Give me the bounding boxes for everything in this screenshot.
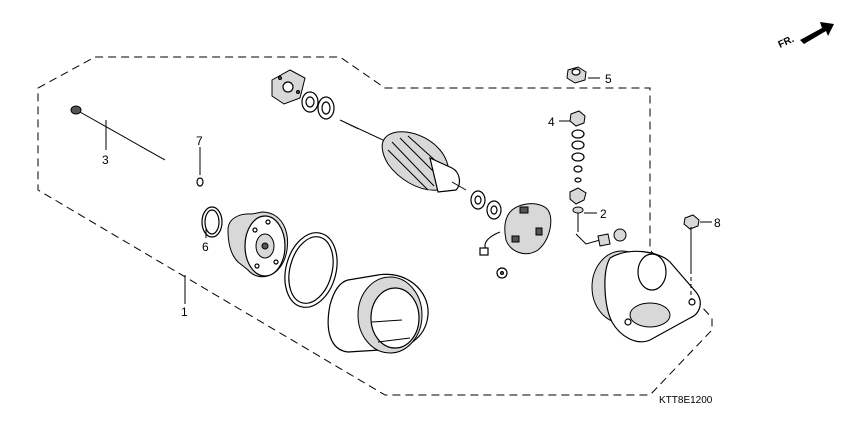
o-ring-small xyxy=(196,177,204,187)
armature xyxy=(339,119,467,193)
through-bolt xyxy=(70,105,166,161)
shim-washers-front xyxy=(301,91,335,120)
callout-8: 8 xyxy=(714,216,721,230)
nut-top xyxy=(566,66,587,84)
terminal-nut-washer-stack xyxy=(569,110,587,205)
rear-cover xyxy=(591,250,701,343)
shim-washers-rear xyxy=(470,190,502,220)
front-arrow-icon xyxy=(800,22,834,44)
o-ring-front xyxy=(201,206,223,238)
callout-5: 5 xyxy=(605,72,612,86)
leader-lines xyxy=(105,77,712,304)
front-cover xyxy=(227,211,289,278)
callout-6: 6 xyxy=(202,240,209,254)
callout-3: 3 xyxy=(102,153,109,167)
mounting-plate xyxy=(271,69,306,105)
callout-7: 7 xyxy=(196,134,203,148)
direction-label: FR. xyxy=(777,34,796,51)
diagram-code: KTT8E1200 xyxy=(659,395,713,406)
seal-ring-large xyxy=(284,232,338,308)
front-direction-indicator: FR. xyxy=(777,22,834,51)
terminal-bolt-lead xyxy=(572,206,627,247)
callout-2: 2 xyxy=(600,207,607,221)
callout-1: 1 xyxy=(181,305,188,319)
motor-case xyxy=(327,273,429,354)
callout-4: 4 xyxy=(548,115,555,129)
brush-holder xyxy=(479,203,552,279)
mounting-bolt xyxy=(683,214,700,300)
